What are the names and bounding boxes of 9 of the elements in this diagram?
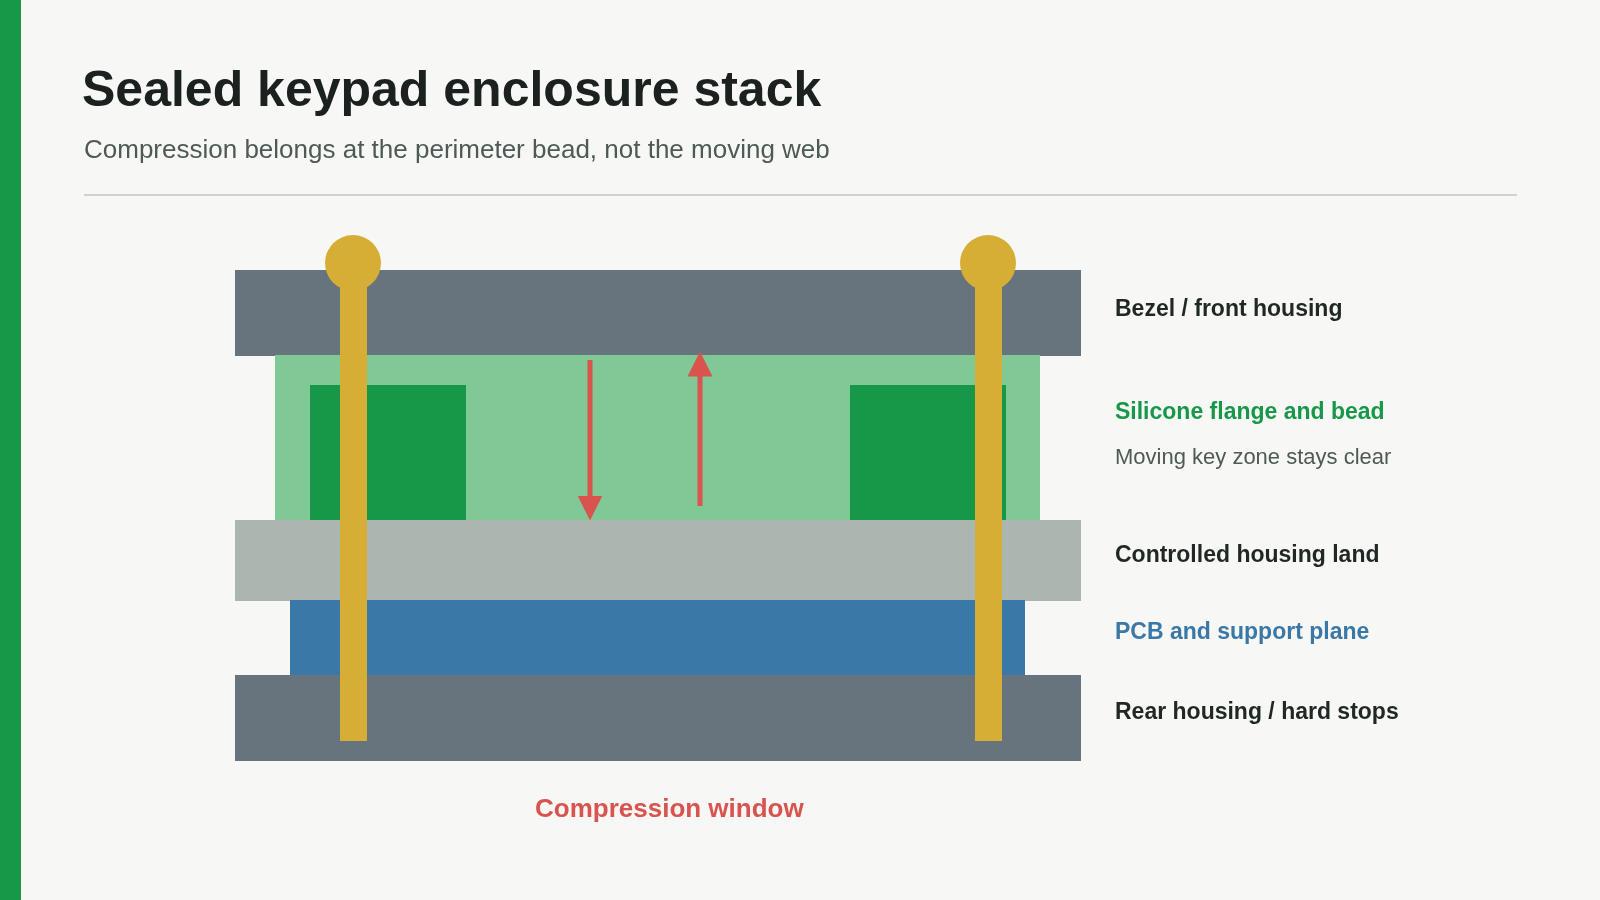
window-label: Compression window <box>535 792 804 825</box>
layer-label: Rear housing / hard stops <box>1115 697 1399 726</box>
note-text: Moving key zone stays clear <box>1115 443 1392 471</box>
title: Sealed keypad enclosure stack <box>82 60 822 119</box>
layer-label: Silicone flange and bead <box>1115 397 1385 426</box>
subtitle: Compression belongs at the perimeter bead, not the moving web <box>84 133 830 166</box>
layer-label: Controlled housing land <box>1115 540 1380 569</box>
layer-label: Bezel / front housing <box>1115 294 1343 323</box>
layer-label: PCB and support plane <box>1115 617 1370 646</box>
